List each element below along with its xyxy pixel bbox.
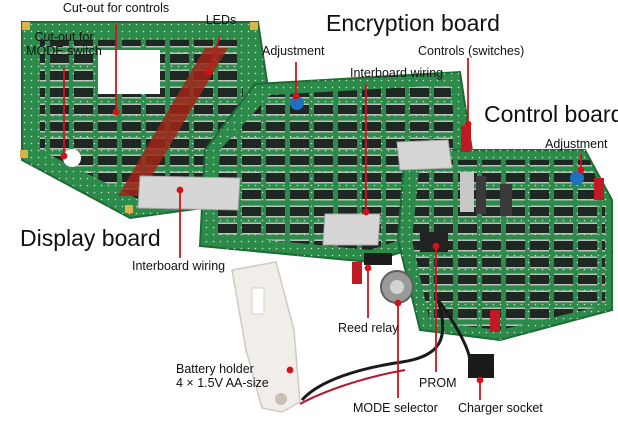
label-encryption-board: Encryption board — [326, 10, 500, 36]
power-cable — [300, 299, 445, 402]
adjustment-pot-left — [290, 96, 304, 110]
label-control-board: Control board — [484, 101, 618, 127]
label-prom: PROM — [419, 376, 457, 390]
label-leds: LEDs — [205, 13, 237, 27]
charger-socket — [468, 354, 494, 378]
reed-relay — [364, 253, 392, 265]
control-board-pcb — [396, 149, 613, 342]
label-charger-socket: Charger socket — [458, 401, 543, 415]
battery-holder — [231, 261, 301, 413]
mode-switch-cutout — [63, 149, 81, 167]
controls-cutout — [98, 50, 160, 94]
label-mode-selector: MODE selector — [353, 401, 438, 415]
callout-leaders — [60, 24, 585, 400]
label-adjustment-right: Adjustment — [545, 137, 608, 151]
standoff-posts — [352, 126, 604, 332]
label-controls-switches: Controls (switches) — [418, 44, 525, 58]
label-cutout-controls: Cut-out for controls — [62, 1, 170, 15]
label-cutout-mode-switch: Cut-out for MODE switch — [26, 30, 102, 59]
led-strip — [118, 48, 228, 196]
label-display-board: Display board — [20, 225, 161, 251]
label-adjustment-left: Adjustment — [262, 44, 325, 58]
label-reed-relay: Reed relay — [338, 321, 399, 335]
adjustment-pot-right — [570, 171, 584, 185]
label-battery-holder: Battery holder 4 × 1.5V AA-size — [176, 362, 269, 391]
ribbon-cables — [137, 139, 453, 246]
label-interboard-wiring-top: Interboard wiring — [350, 66, 444, 80]
label-interboard-wiring-bottom: Interboard wiring — [132, 259, 226, 273]
